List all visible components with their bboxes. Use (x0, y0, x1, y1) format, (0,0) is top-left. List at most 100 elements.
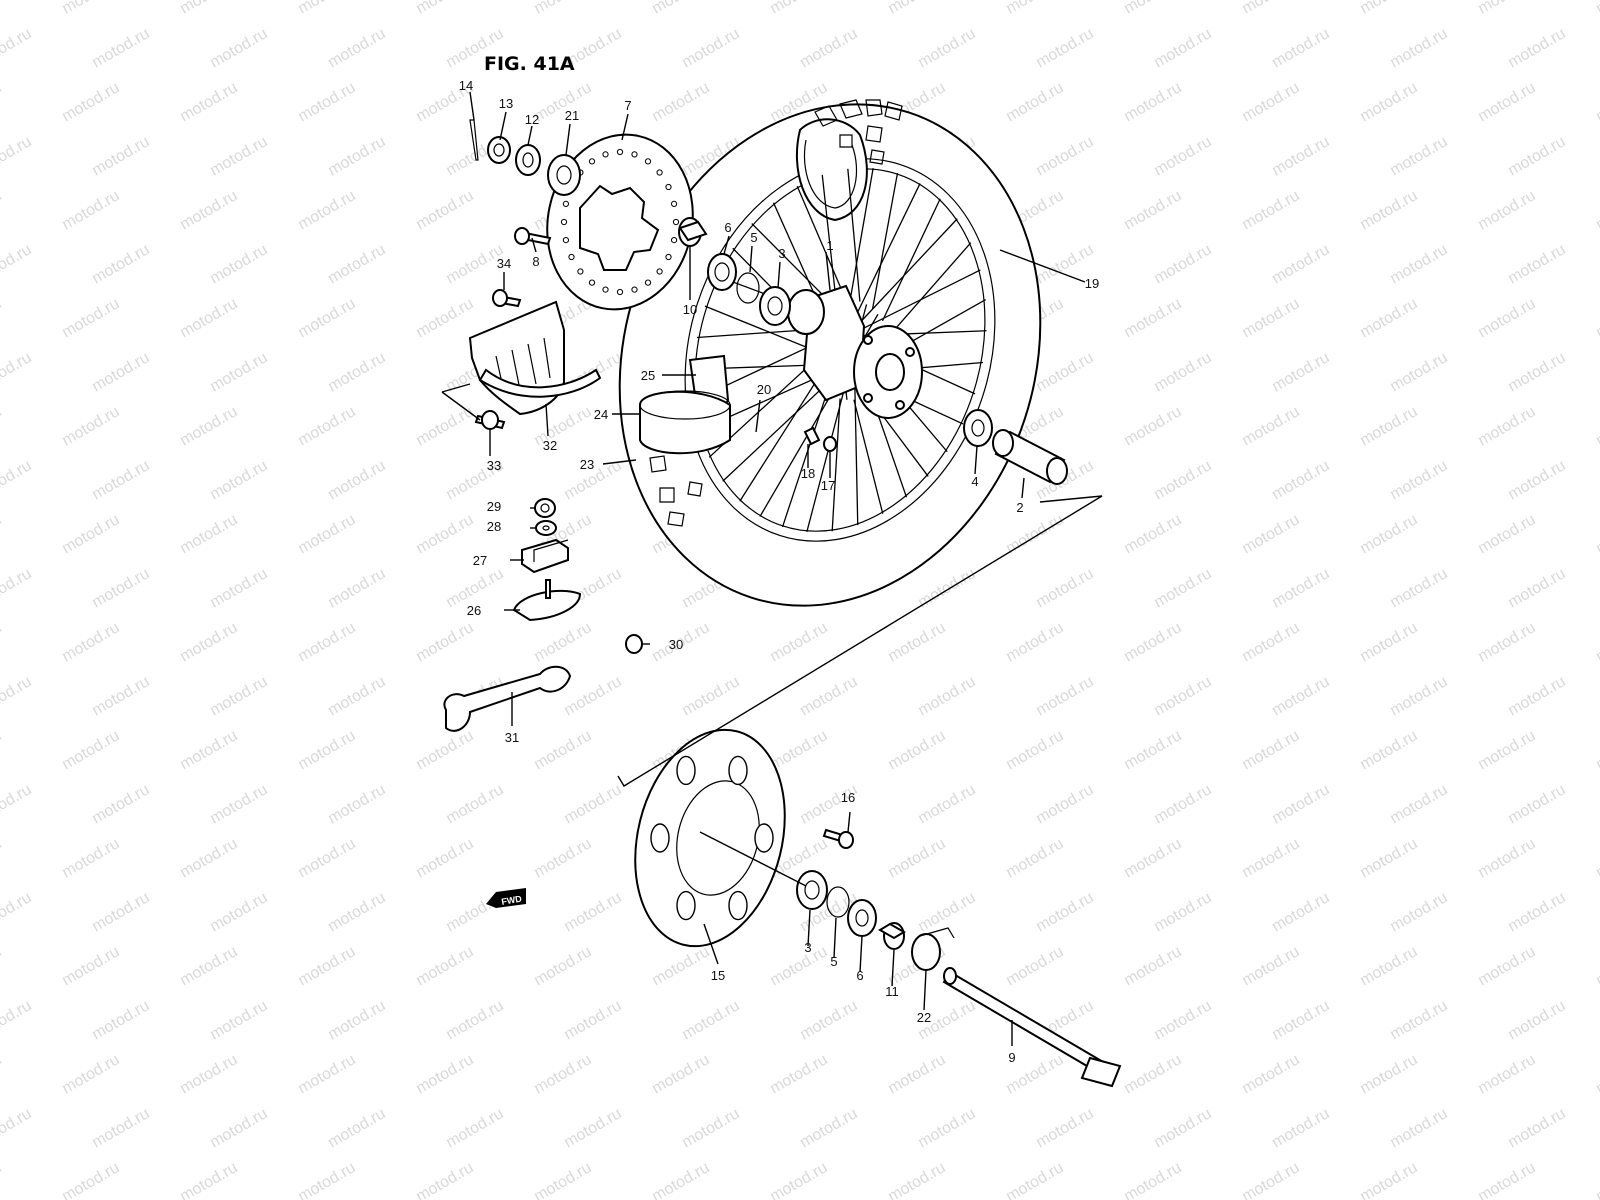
watermark-text: motod.ru (1269, 565, 1332, 611)
circlip-5 (736, 272, 760, 304)
watermark-text: motod.ru (1387, 133, 1450, 179)
callout-15: 15 (711, 968, 725, 983)
watermark-text: motod.ru (1003, 79, 1066, 125)
watermark-text: motod.ru (1593, 1159, 1600, 1200)
watermark-text: motod.ru (1475, 79, 1538, 125)
watermark-text: motod.ru (207, 781, 270, 827)
watermark-text: motod.ru (59, 187, 122, 233)
circlip-5-lower (826, 886, 850, 918)
watermark-text: motod.ru (1239, 1051, 1302, 1097)
watermark-text: motod.ru (1387, 565, 1450, 611)
disc-hole (665, 183, 672, 191)
sensor-ring-21 (547, 154, 581, 196)
watermark-text: motod.ru (1357, 619, 1420, 665)
watermark-text: motod.ru (797, 25, 860, 71)
spoke (881, 198, 941, 322)
watermark-text: motod.ru (1151, 457, 1214, 503)
watermark-text: motod.ru (1593, 943, 1600, 989)
watermark-text: motod.ru (413, 1051, 476, 1097)
disc-hole (670, 237, 678, 244)
watermark-text: motod.ru (1003, 1159, 1066, 1200)
watermark-text: motod.ru (1475, 403, 1538, 449)
bearing-6 (707, 253, 737, 291)
watermark-text: motod.ru (1593, 727, 1600, 773)
watermark-text: motod.ru (1151, 997, 1214, 1043)
watermark-text: motod.ru (1003, 0, 1066, 17)
fwd-label: FWD (501, 893, 523, 906)
watermark-text: motod.ru (797, 1105, 860, 1151)
sprocket-hole (728, 890, 748, 921)
valve-cap-30 (625, 634, 643, 654)
watermark-text: motod.ru (413, 295, 476, 341)
watermark-text: motod.ru (1593, 79, 1600, 125)
disc-hole (644, 279, 652, 286)
watermark-text: motod.ru (1151, 565, 1214, 611)
watermark-text: motod.ru (1239, 835, 1302, 881)
axle-9 (942, 967, 1122, 1088)
nipple-18 (803, 426, 821, 446)
watermark-text: motod.ru (325, 565, 388, 611)
disc-hole (568, 253, 575, 261)
watermark-text: motod.ru (649, 1159, 712, 1200)
watermark-text: motod.ru (295, 727, 358, 773)
watermark-text: motod.ru (0, 295, 4, 341)
watermark-text: motod.ru (207, 1105, 270, 1151)
watermark-text: motod.ru (649, 79, 712, 125)
disc-bolt (514, 227, 552, 246)
watermark-text: motod.ru (1475, 943, 1538, 989)
watermark-text: motod.ru (0, 187, 4, 233)
callout-20: 20 (757, 382, 771, 397)
watermark-text: motod.ru (0, 781, 34, 827)
leader-lines (441, 91, 1103, 1046)
watermark-text: motod.ru (1121, 1051, 1184, 1097)
watermark-text: motod.ru (1121, 727, 1184, 773)
disc-hole (616, 148, 624, 156)
watermark-text: motod.ru (1269, 1105, 1332, 1151)
watermark-text: motod.ru (59, 511, 122, 557)
watermark-text: motod.ru (0, 565, 34, 611)
callout-12: 12 (525, 112, 539, 127)
watermark-text: motod.ru (1357, 727, 1420, 773)
callout-24: 24 (594, 407, 608, 422)
watermark-text: motod.ru (885, 1159, 948, 1200)
watermark-text: motod.ru (1269, 889, 1332, 935)
watermark-text: motod.ru (0, 457, 34, 503)
bearing-3-lower (796, 870, 828, 910)
watermark-text: motod.ru (0, 133, 34, 179)
watermark-text: motod.ru (413, 511, 476, 557)
watermark-text: motod.ru (177, 511, 240, 557)
spoke (796, 186, 847, 301)
watermark-text: motod.ru (561, 1105, 624, 1151)
watermark-text: motod.ru (767, 1159, 830, 1200)
watermark-text: motod.ru (325, 889, 388, 935)
sprocket-hole (650, 823, 670, 853)
watermark-text: motod.ru (295, 943, 358, 989)
watermark-text: motod.ru (1033, 565, 1096, 611)
callout-27: 27 (473, 553, 487, 568)
watermark-text: motod.ru (1121, 835, 1184, 881)
callout-26: 26 (467, 603, 481, 618)
callout-18: 18 (801, 466, 815, 481)
watermark-text: motod.ru (1121, 79, 1184, 125)
watermark-text: motod.ru (1239, 619, 1302, 665)
watermark-text: motod.ru (1475, 727, 1538, 773)
hub (787, 284, 923, 419)
watermark-text: motod.ru (325, 349, 388, 395)
watermark-text: motod.ru (59, 295, 122, 341)
disc-hole (562, 237, 570, 244)
rim-lock-26 (512, 579, 582, 622)
cotter-pin (469, 119, 479, 161)
disc-hole (560, 218, 568, 226)
watermark-text: motod.ru (531, 727, 594, 773)
watermark-text: motod.ru (1269, 997, 1332, 1043)
tread-top (814, 99, 903, 127)
watermark-text: motod.ru (89, 565, 152, 611)
watermark-text: motod.ru (1387, 25, 1450, 71)
watermark-text: motod.ru (0, 0, 4, 17)
washer-28 (535, 520, 557, 536)
watermark-text: motod.ru (1387, 781, 1450, 827)
nut-29 (534, 498, 556, 518)
watermark-text: motod.ru (885, 727, 948, 773)
watermark-text: motod.ru (1505, 241, 1568, 287)
watermark-text: motod.ru (767, 619, 830, 665)
